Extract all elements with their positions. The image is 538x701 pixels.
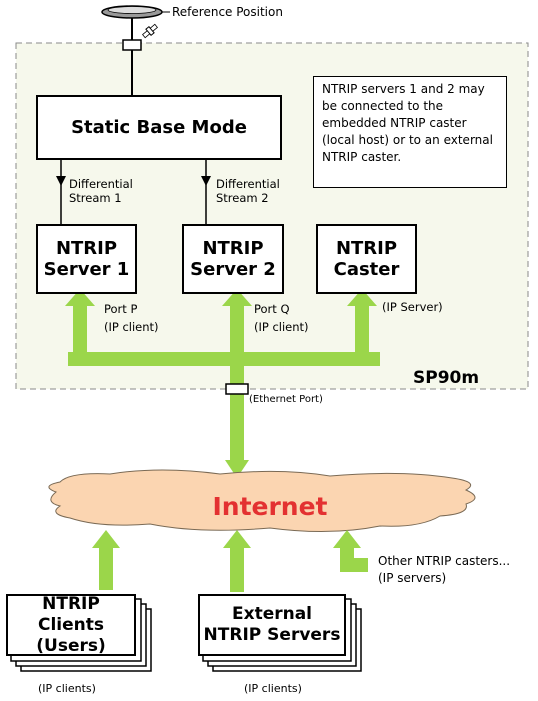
- external-servers-box: External NTRIP Servers: [198, 594, 346, 656]
- ntrip-note: NTRIP servers 1 and 2 may be connected t…: [313, 76, 507, 188]
- ntrip-server-1-box: NTRIP Server 1: [36, 224, 137, 294]
- ntrip-caster-box: NTRIP Caster: [316, 224, 417, 294]
- clients-line-2: (Users): [36, 635, 106, 656]
- stream-2-arrow: [201, 160, 211, 224]
- static-base-mode-label: Static Base Mode: [71, 117, 247, 138]
- diff-stream-1-line-2: Stream 1: [69, 191, 122, 205]
- stream-1-arrow: [56, 160, 66, 224]
- external-line-1: External: [231, 604, 313, 624]
- diff-stream-2-line-2: Stream 2: [216, 191, 269, 205]
- ntrip-server-2-box: NTRIP Server 2: [182, 224, 284, 294]
- external-ip-label: (IP clients): [244, 682, 302, 695]
- ethernet-port-label: (Ethernet Port): [249, 394, 323, 405]
- port-p-line-2: (IP client): [104, 320, 159, 334]
- reference-position-label: Reference Position: [172, 5, 283, 19]
- port-q-line-2: (IP client): [254, 320, 309, 334]
- caster-line-2: Caster: [333, 259, 400, 280]
- lower-green-arrows: [92, 530, 368, 592]
- antenna-icon: [101, 5, 163, 95]
- diff-stream-2-label: Differential Stream 2: [216, 177, 280, 205]
- server-1-line-2: Server 1: [43, 259, 130, 280]
- diff-stream-1-line-1: Differential: [69, 177, 133, 191]
- port-p-label: Port P (IP client): [104, 300, 159, 336]
- internal-green-bus: [65, 289, 380, 478]
- port-q-line-1: Port Q: [254, 302, 290, 316]
- ntrip-clients-box: NTRIP Clients (Users): [6, 594, 136, 656]
- ip-server-label: (IP Server): [382, 300, 443, 314]
- caster-line-1: NTRIP: [335, 238, 398, 259]
- diff-stream-2-line-1: Differential: [216, 177, 280, 191]
- satellite-icon: [142, 23, 158, 39]
- static-base-mode-box: Static Base Mode: [36, 95, 282, 160]
- port-q-label: Port Q (IP client): [254, 300, 309, 336]
- other-casters-line-2: (IP servers): [378, 571, 447, 585]
- server-2-line-1: NTRIP: [202, 238, 264, 259]
- internet-cloud: [48, 469, 476, 533]
- clients-ip-label: (IP clients): [38, 682, 96, 695]
- internet-label: Internet: [212, 492, 328, 521]
- other-casters-line-1: Other NTRIP casters...: [378, 554, 511, 568]
- server-2-line-2: Server 2: [190, 259, 276, 280]
- ethernet-port-icon: [225, 383, 249, 395]
- external-line-2: NTRIP Servers: [203, 625, 341, 645]
- sp90m-label: SP90m: [413, 368, 480, 388]
- clients-line-1: NTRIP Clients: [37, 593, 104, 635]
- diff-stream-1-label: Differential Stream 1: [69, 177, 133, 205]
- other-casters-label: Other NTRIP casters... (IP servers): [378, 553, 510, 587]
- port-p-line-1: Port P: [104, 302, 138, 316]
- server-1-line-1: NTRIP: [55, 238, 118, 259]
